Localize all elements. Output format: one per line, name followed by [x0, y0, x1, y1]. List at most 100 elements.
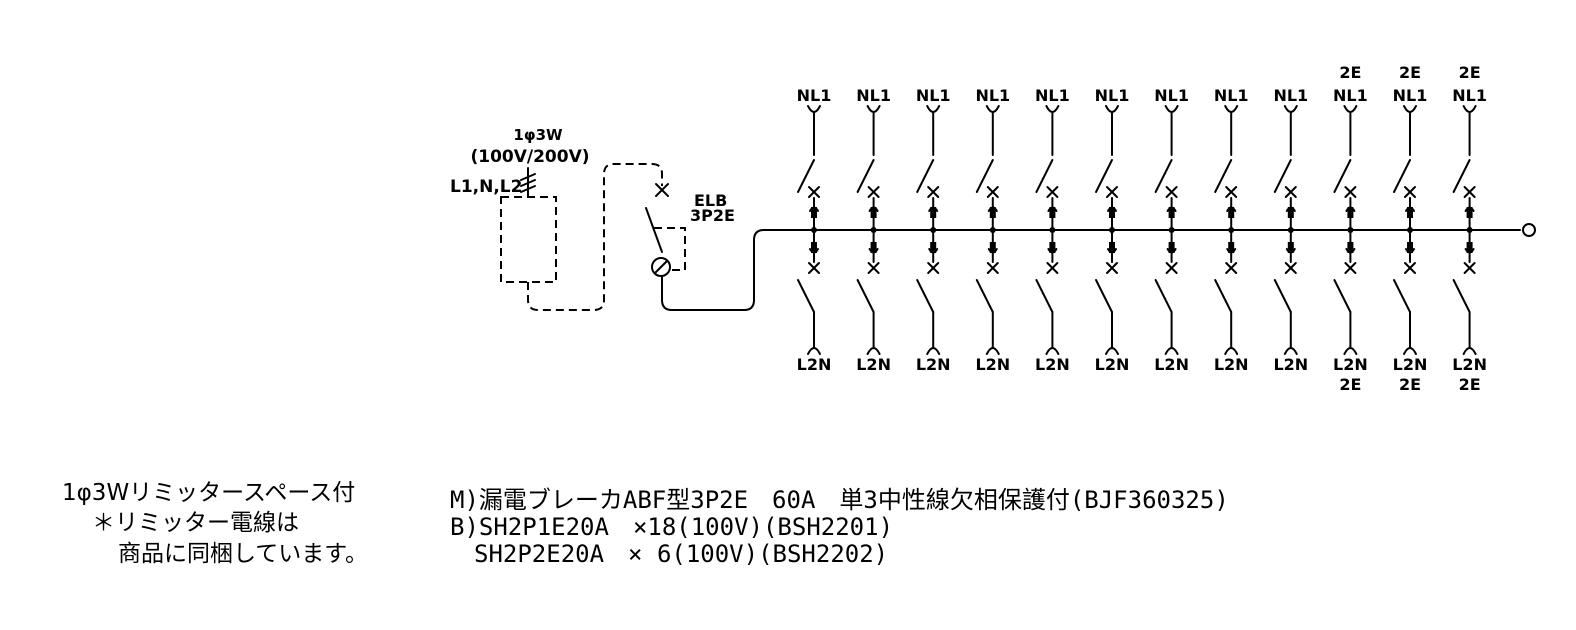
bus-junction	[1049, 227, 1056, 233]
upper-stab-cap	[868, 206, 879, 212]
lower-switch-blade	[1273, 279, 1292, 313]
upper-contact-x	[986, 186, 999, 198]
bus-junction	[989, 227, 996, 233]
bus-junction	[811, 227, 817, 233]
upper-switch-blade	[1273, 159, 1292, 193]
upper-contact-x	[1165, 186, 1178, 198]
lower-stab-cap	[1107, 248, 1117, 254]
lower-contact-x	[1046, 262, 1059, 274]
note-branch-breaker-2: SH2P2E20A × 6(100V)(BSH2202)	[450, 540, 888, 568]
upper-stab-cap	[987, 206, 998, 212]
lower-contact-x	[867, 262, 880, 274]
bus-junction	[1228, 227, 1235, 233]
note-limiter-space: 1φ3Wリミッタースペース付	[62, 480, 355, 506]
upper-stab-block	[1049, 207, 1056, 218]
lower-terminal	[985, 347, 1000, 355]
bus-junction	[1168, 227, 1175, 233]
note-main-breaker: M)漏電ブレーカABF型3P2E 60A 単3中性線欠相保護付(BJF36032…	[450, 486, 1229, 514]
upper-circuit-top-label: 2E	[1459, 63, 1481, 82]
lower-terminal	[1164, 347, 1179, 355]
lower-switch-blade	[916, 279, 935, 313]
upper-stab-cap	[1226, 206, 1237, 212]
bus-terminal	[1522, 223, 1536, 237]
upper-stab-cap	[1285, 206, 1296, 212]
upper-circuit-label: NL1	[916, 86, 951, 105]
lower-contact-x	[986, 262, 999, 274]
bus-junction	[1466, 227, 1473, 233]
lower-stab-cap	[1166, 248, 1177, 254]
lower-circuit-label: L2N	[1393, 355, 1428, 374]
upper-switch-blade	[856, 159, 875, 193]
upper-stab-cap	[1047, 206, 1058, 212]
upper-stab-block	[811, 207, 817, 218]
upper-contact-x	[1344, 186, 1357, 198]
elb-type-label: 3P2E	[690, 206, 735, 225]
lower-terminal	[807, 347, 821, 355]
lower-terminal	[1462, 347, 1477, 355]
upper-contact-x	[1046, 186, 1059, 198]
upper-contact-x	[927, 186, 940, 198]
lower-stab-block	[1347, 242, 1354, 253]
lower-switch-blade	[1214, 279, 1233, 313]
upper-stab-block	[1109, 207, 1115, 218]
lower-switch-blade	[1154, 279, 1173, 313]
upper-contact-x	[1284, 186, 1297, 198]
lower-contact-x	[1225, 262, 1238, 274]
upper-switch-blade	[1393, 159, 1411, 193]
lower-stab-block	[1168, 242, 1175, 253]
lower-switch-blade	[856, 279, 875, 313]
lower-stab-cap	[1047, 248, 1058, 254]
lower-terminal	[1283, 347, 1298, 355]
lower-circuit-label: L2N	[916, 355, 951, 374]
supply-system-label: 1φ3W	[513, 126, 563, 144]
bus-junction	[1109, 227, 1115, 233]
main-elb-breaker	[645, 183, 1536, 311]
lower-terminal	[1224, 347, 1239, 355]
branch-circuits: NL1L2NNL1L2NNL1L2NNL1L2NNL1L2NNL1L2NNL1L…	[797, 63, 1487, 394]
upper-switch-blade	[1214, 159, 1233, 193]
upper-switch-blade	[1333, 159, 1352, 193]
upper-stab-cap	[809, 206, 819, 212]
upper-stab-block	[1347, 207, 1354, 218]
lower-contact-x	[808, 262, 820, 274]
upper-stab-cap	[1345, 206, 1356, 212]
lower-stab-cap	[928, 248, 939, 254]
supply-feeder	[520, 167, 536, 197]
lower-switch-blade	[1452, 279, 1471, 313]
supply-voltage-label: (100V/200V)	[470, 147, 589, 167]
upper-stab-block	[1228, 207, 1235, 218]
lower-stab-cap	[1226, 248, 1237, 254]
lower-circuit-label: L2N	[1035, 355, 1070, 374]
upper-switch-blade	[797, 159, 815, 193]
lower-stab-block	[811, 242, 817, 253]
upper-switch-blade	[1154, 159, 1173, 193]
lower-stab-cap	[1405, 248, 1415, 254]
upper-circuit-label: NL1	[1452, 86, 1487, 105]
upper-stab-block	[1287, 207, 1294, 218]
upper-stab-block	[870, 207, 877, 218]
lower-stab-cap	[1285, 248, 1296, 254]
upper-switch-blade	[1035, 159, 1054, 193]
upper-circuit-top-label: 2E	[1399, 63, 1421, 82]
lower-stab-cap	[809, 248, 819, 254]
upper-stab-block	[930, 207, 937, 218]
limiter-wire	[527, 163, 663, 311]
upper-switch-blade	[916, 159, 935, 193]
lower-stab-block	[1466, 242, 1473, 253]
lower-circuit-label: L2N	[1154, 355, 1189, 374]
lower-terminal	[1403, 347, 1417, 355]
lower-switch-blade	[1035, 279, 1054, 313]
upper-stab-cap	[1464, 206, 1475, 212]
lower-terminal	[926, 347, 941, 355]
elb-label: ELB	[694, 191, 727, 210]
note-branch-breaker-1: B)SH2P1E20A ×18(100V)(BSH2201)	[450, 513, 893, 541]
upper-stab-block	[1407, 207, 1413, 218]
upper-contact-x	[867, 186, 880, 198]
limiter-space-box	[500, 196, 557, 283]
lower-terminal	[1045, 347, 1060, 355]
upper-circuit-label: NL1	[797, 86, 832, 105]
lower-circuit-bottom-label: 2E	[1339, 375, 1361, 394]
lower-terminal	[1105, 347, 1119, 355]
